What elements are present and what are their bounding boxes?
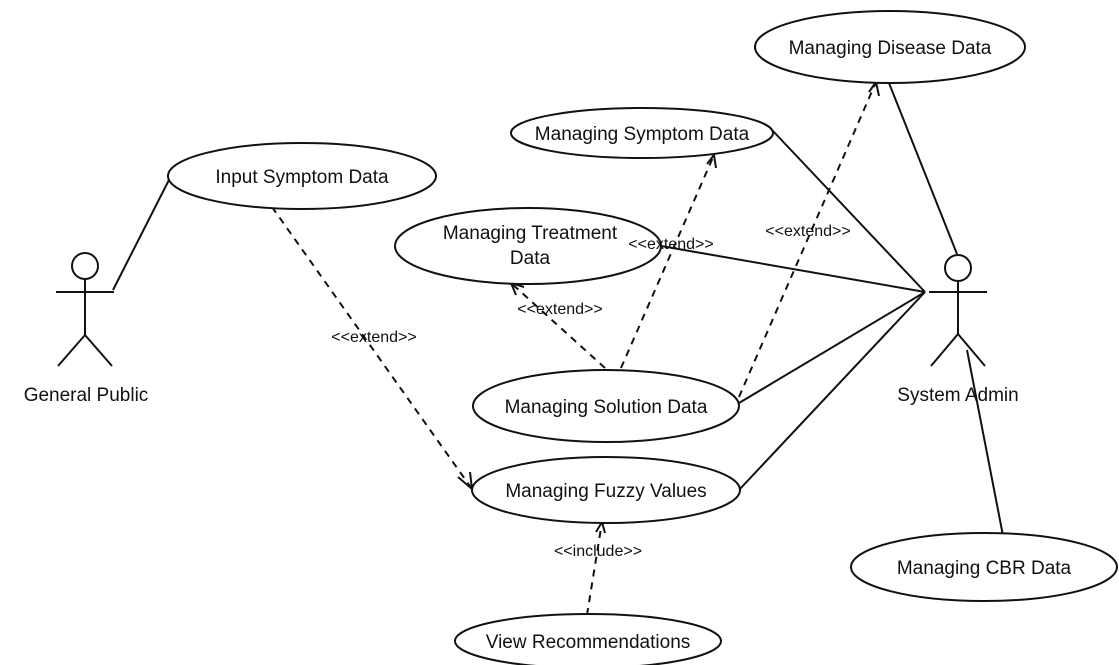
assoc-admin-symptom	[772, 130, 926, 293]
assoc-public-input	[112, 171, 174, 291]
use-case-managing-disease-data	[754, 10, 1026, 84]
dep-solution-treatment	[510, 282, 606, 369]
dep-input-fuzzy	[271, 206, 473, 490]
label-extend-solution-treatment: <<extend>>	[517, 301, 602, 318]
label-extend-solution-symptom: <<extend>>	[628, 236, 713, 253]
label-system-admin: System Admin	[897, 385, 1018, 406]
use-case-view-recommendations	[454, 613, 722, 665]
actor-system-admin	[929, 254, 987, 367]
assoc-admin-fuzzy	[738, 291, 926, 491]
label-managing-fuzzy-values: Managing Fuzzy Values	[505, 481, 706, 502]
use-case-managing-solution-data	[472, 369, 740, 443]
label-include-view-fuzzy: <<include>>	[554, 543, 642, 560]
arrowhead-symptom	[706, 152, 717, 169]
dep-solution-disease	[738, 81, 877, 398]
use-case-managing-cbr-data	[850, 532, 1118, 602]
label-managing-symptom-data: Managing Symptom Data	[535, 124, 750, 145]
assoc-admin-treatment	[660, 245, 926, 293]
actor-head	[944, 254, 972, 282]
label-extend-solution-disease: <<extend>>	[765, 223, 850, 240]
label-managing-disease-data: Managing Disease Data	[789, 38, 992, 59]
use-case-managing-fuzzy-values	[471, 456, 741, 524]
label-managing-treatment-line1: Managing Treatment	[443, 223, 618, 244]
use-case-input-symptom-data	[167, 142, 437, 210]
label-managing-cbr-data: Managing CBR Data	[897, 558, 1072, 579]
actor-head	[71, 252, 99, 280]
assoc-admin-solution	[738, 291, 926, 404]
label-input-symptom-data: Input Symptom Data	[215, 167, 389, 188]
assoc-admin-cbr	[966, 349, 1006, 547]
actor-general-public	[56, 252, 114, 367]
label-managing-solution-data: Managing Solution Data	[505, 397, 708, 418]
label-extend-input-fuzzy: <<extend>>	[331, 329, 416, 346]
use-case-managing-symptom-data	[510, 107, 774, 159]
label-general-public: General Public	[24, 385, 149, 406]
arrowhead-fuzzy-from-input	[457, 471, 474, 492]
label-managing-treatment-line2: Data	[510, 248, 551, 269]
use-case-managing-treatment-data	[394, 207, 662, 285]
assoc-admin-disease	[886, 77, 958, 255]
dep-view-fuzzy	[586, 521, 603, 616]
label-view-recommendations: View Recommendations	[486, 632, 691, 653]
